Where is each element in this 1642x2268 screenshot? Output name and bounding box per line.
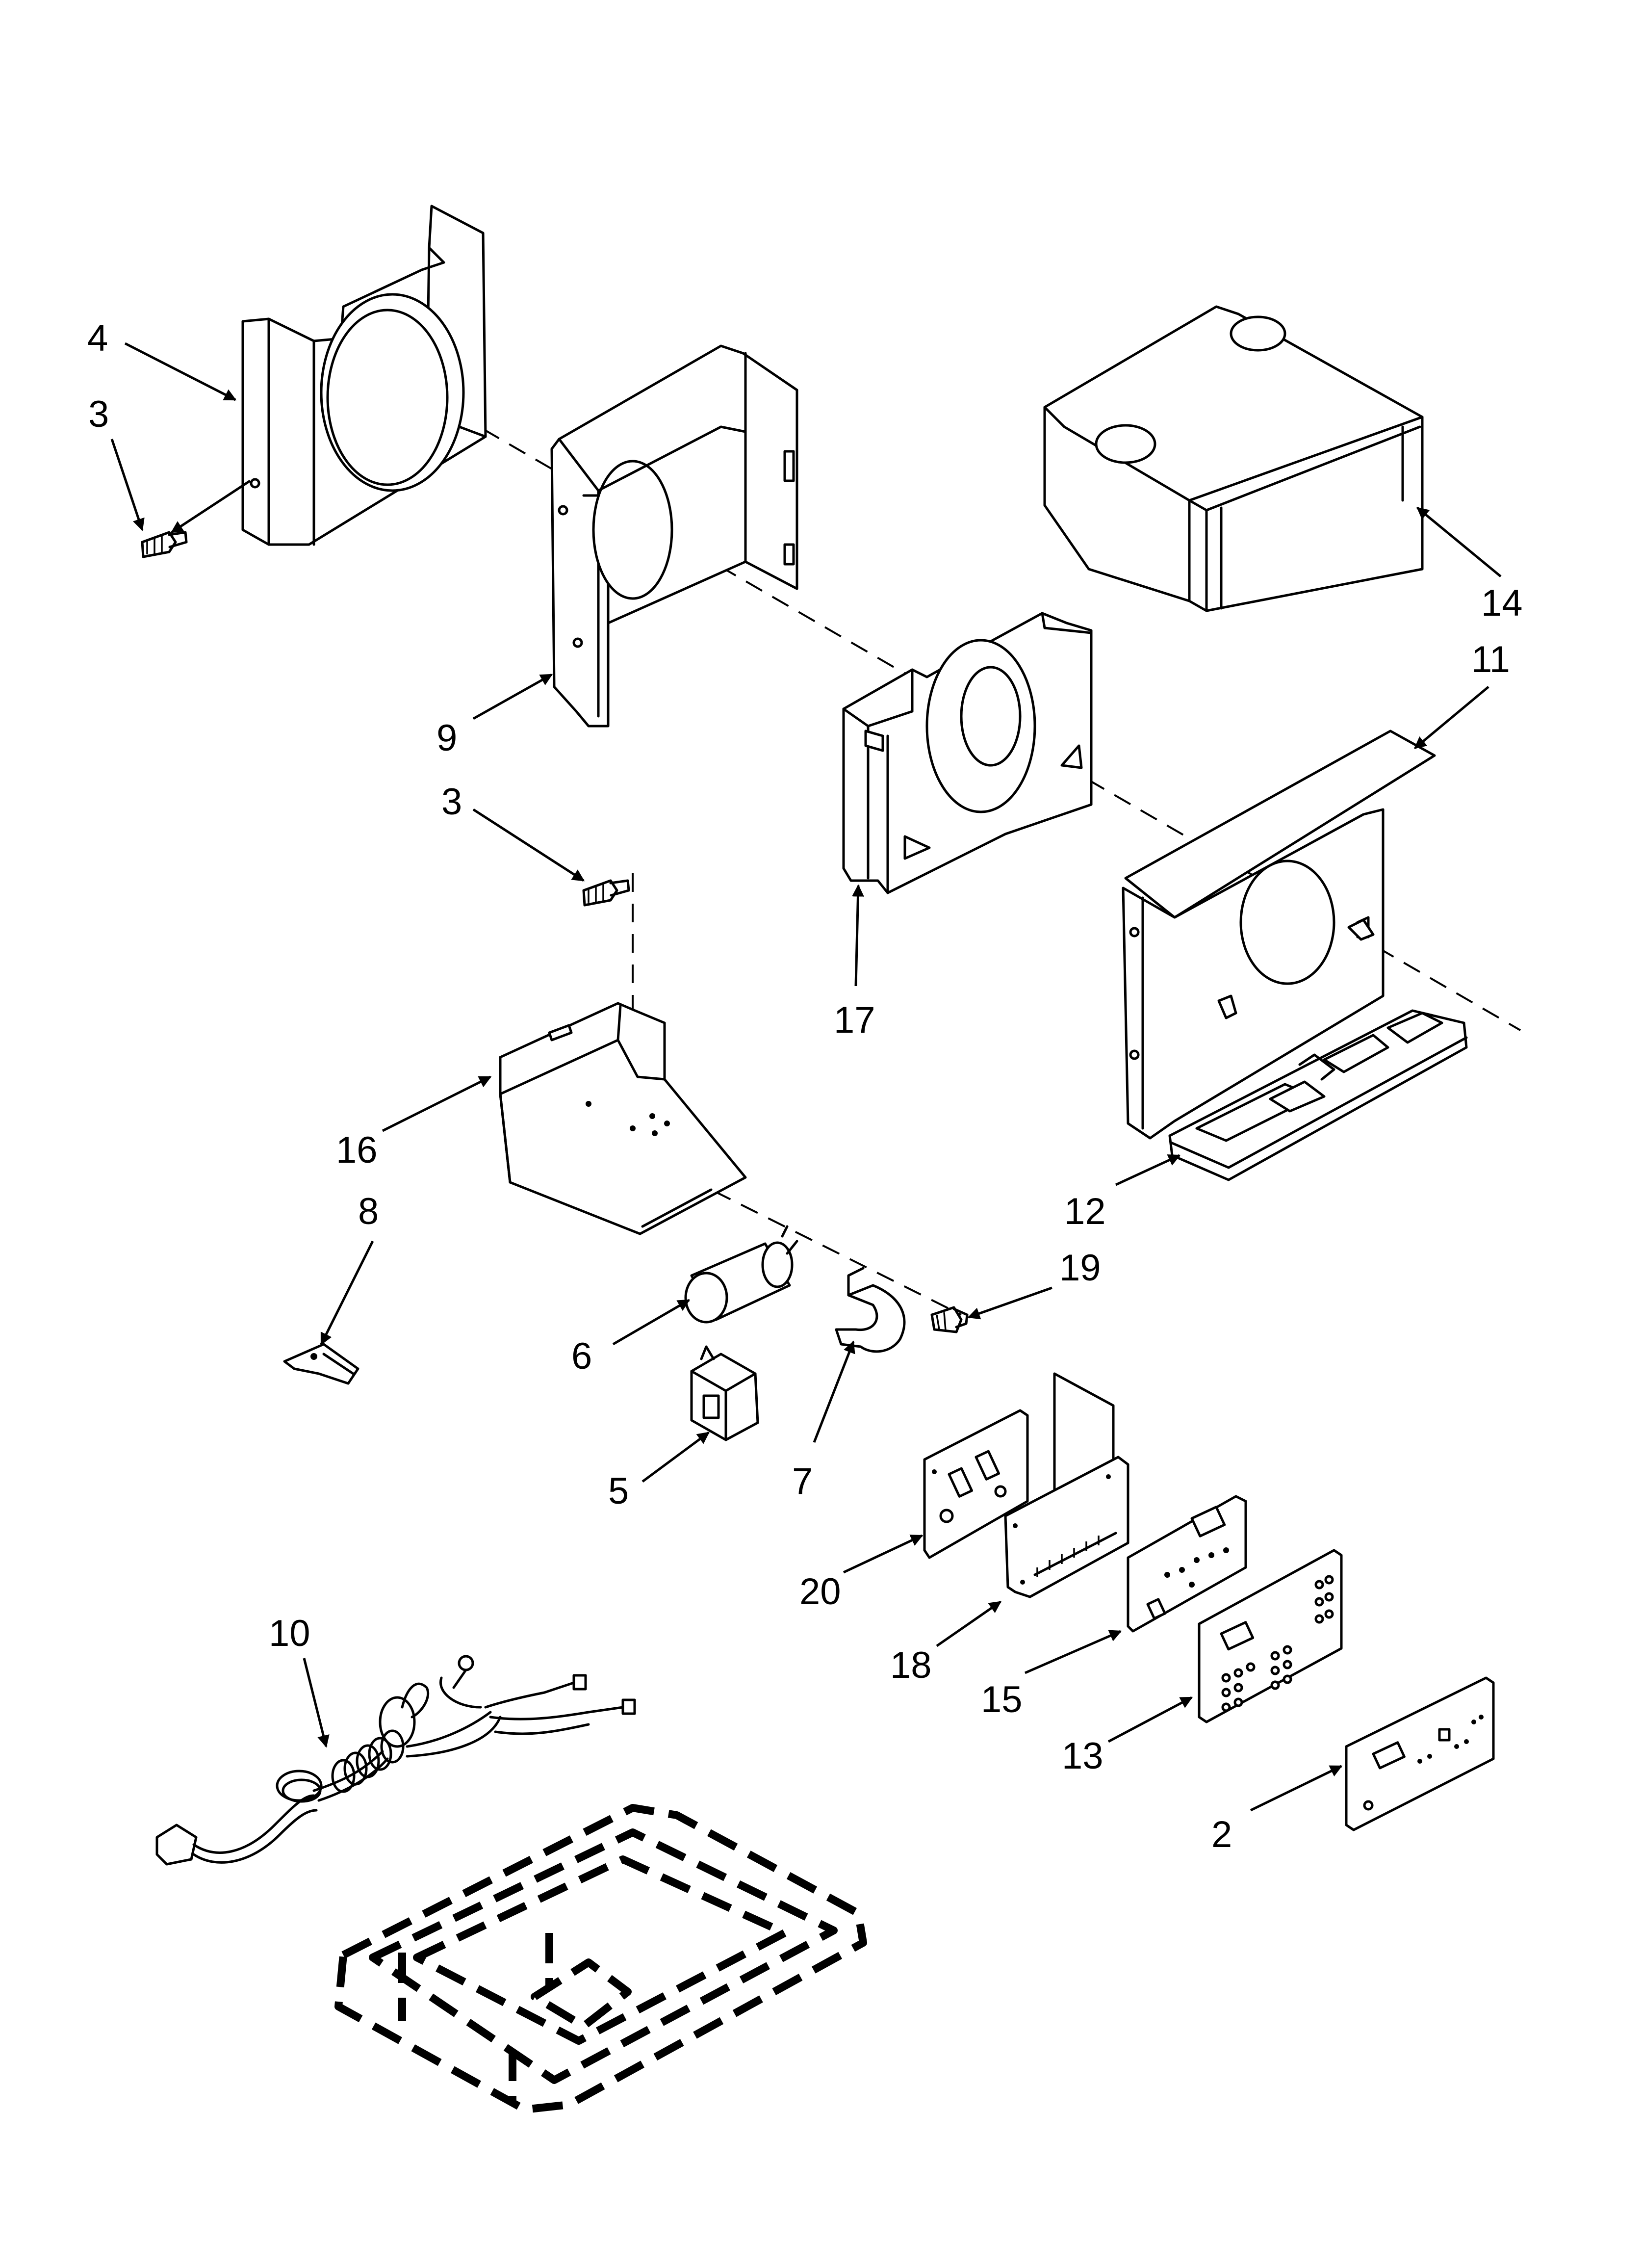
part-11-partition <box>1122 730 1436 1140</box>
part-5-relay <box>690 1345 759 1441</box>
callout-3b: 3 <box>441 781 462 823</box>
callout-3a: 3 <box>88 393 109 435</box>
callout-12: 12 <box>1064 1191 1106 1232</box>
callout-4: 4 <box>87 317 108 359</box>
part-14-housing-cover <box>1043 305 1424 612</box>
part-18-control-board <box>1004 1372 1129 1598</box>
callout-16: 16 <box>336 1129 378 1171</box>
callout-2: 2 <box>1211 1814 1232 1855</box>
base-pan-reference <box>334 1804 867 2113</box>
callout-20: 20 <box>799 1571 841 1613</box>
callout-9: 9 <box>436 717 457 759</box>
callout-11: 11 <box>1471 639 1510 680</box>
leader-lines <box>110 342 1502 1812</box>
callout-17: 17 <box>834 999 875 1041</box>
part-8-clip <box>283 1343 359 1385</box>
part-7-strap <box>835 1267 906 1353</box>
callout-13: 13 <box>1062 1735 1103 1777</box>
callout-15: 15 <box>981 1679 1023 1721</box>
callout-6: 6 <box>571 1335 592 1377</box>
callout-19: 19 <box>1059 1247 1101 1289</box>
part-16-control-bracket <box>499 1002 747 1235</box>
part-10-wire-harness <box>155 1655 636 1866</box>
part-6-capacitor <box>684 1225 798 1324</box>
part-13-control-panel <box>1198 1549 1343 1723</box>
part-4-shroud <box>241 205 487 546</box>
part-3-screw-top <box>141 531 188 558</box>
part-20-circuit-board <box>923 1409 1029 1559</box>
part-2-overlay <box>1345 1676 1495 1831</box>
part-9-orifice-panel <box>550 344 798 728</box>
callout-10: 10 <box>269 1613 310 1654</box>
callout-labels: 4 3 9 3 16 8 6 5 7 17 14 11 12 19 20 18 … <box>87 317 1523 1855</box>
callout-14: 14 <box>1481 582 1523 624</box>
part-17-blower-scroll <box>842 612 1093 894</box>
callout-7: 7 <box>792 1460 813 1502</box>
callout-5: 5 <box>608 1470 629 1512</box>
part-19-screw <box>930 1306 969 1333</box>
callout-18: 18 <box>890 1644 932 1686</box>
callout-8: 8 <box>358 1191 379 1232</box>
part-15-display-board <box>1127 1495 1247 1633</box>
part-3-screw-mid <box>582 879 630 907</box>
